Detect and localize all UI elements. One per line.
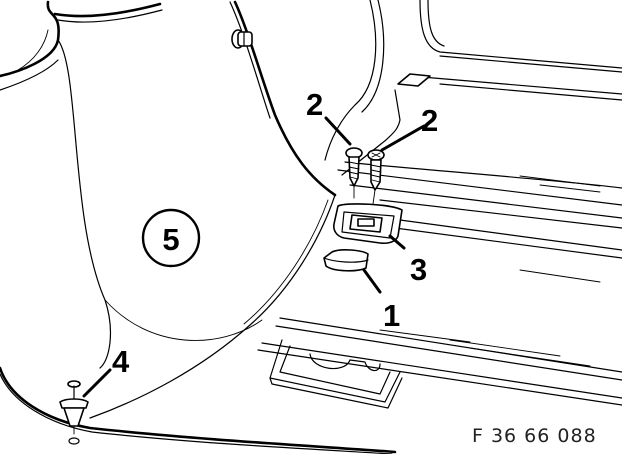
callout-4: 4 [112, 344, 130, 379]
screw-left [345, 147, 363, 199]
expanding-rivet [59, 380, 89, 445]
bracket [333, 203, 403, 245]
trim-panel [0, 0, 397, 454]
callout-3: 3 [410, 252, 427, 287]
cover-cap [323, 249, 369, 272]
callout-1: 1 [383, 298, 400, 333]
callout-5: 5 [141, 208, 201, 268]
figure-code: F 36 66 088 [472, 425, 597, 447]
locating-pin [231, 29, 253, 49]
screw-right [367, 149, 385, 205]
callout-5-label: 5 [162, 222, 179, 257]
callout-2-right: 2 [421, 103, 438, 138]
body-structure [257, 0, 622, 409]
leader-lines [82, 116, 426, 398]
callout-2-left: 2 [306, 87, 323, 122]
